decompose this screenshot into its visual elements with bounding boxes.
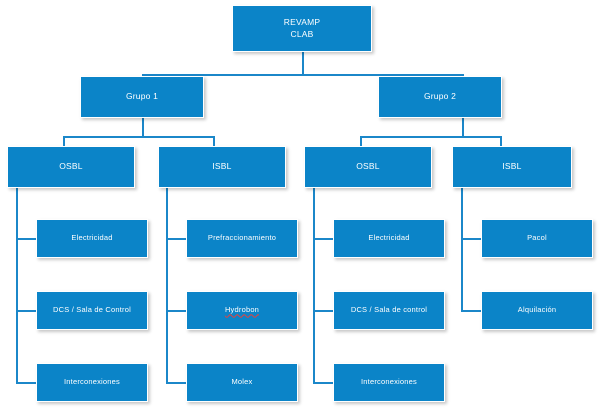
connector-g2-osbl-branch-2	[313, 310, 333, 312]
connector-g2-isbl-drop	[500, 136, 502, 146]
connector-g2-isbl-branch-1	[461, 238, 481, 240]
node-grupo1-isbl-hydrobon[interactable]: Hydrobon	[186, 291, 298, 330]
connector-grupo2-stem	[462, 118, 464, 136]
connector-g1-osbl-drop	[63, 136, 65, 146]
node-label: DCS / Sala de Control	[53, 305, 131, 315]
node-label: Hydrobon	[224, 305, 260, 315]
node-grupo2-isbl[interactable]: ISBL	[452, 146, 572, 188]
node-label: ISBL	[502, 161, 522, 172]
node-label: REVAMP CLAB	[283, 17, 321, 39]
connector-g2-osbl-branch-1	[313, 238, 333, 240]
node-label: Alquilación	[517, 305, 557, 315]
node-label: Electricidad	[368, 233, 410, 243]
node-grupo1-osbl-interconexiones[interactable]: Interconexiones	[36, 363, 148, 402]
node-grupo2-isbl-alquilacion[interactable]: Alquilación	[481, 291, 593, 330]
connector-g1-isbl-spine	[166, 188, 168, 384]
node-grupo2-osbl-electricidad[interactable]: Electricidad	[333, 219, 445, 258]
node-label: Pacol	[527, 233, 547, 243]
connector-grupo1-bus	[63, 136, 215, 138]
node-label: Interconexiones	[64, 377, 120, 387]
node-grupo-1[interactable]: Grupo 1	[80, 76, 204, 118]
connector-g1-osbl-spine	[16, 188, 18, 384]
connector-g1-osbl-branch-2	[16, 310, 36, 312]
node-label: OSBL	[59, 161, 83, 172]
connector-g1-isbl-branch-3	[166, 382, 186, 384]
node-label: DCS / Sala de control	[350, 305, 428, 315]
connector-g2-osbl-branch-3	[313, 382, 333, 384]
connector-g2-isbl-branch-2	[461, 310, 481, 312]
connector-g1-osbl-branch-1	[16, 238, 36, 240]
node-label: Molex	[231, 377, 253, 387]
node-grupo1-isbl[interactable]: ISBL	[158, 146, 286, 188]
node-grupo2-osbl[interactable]: OSBL	[304, 146, 432, 188]
node-grupo2-osbl-interconexiones[interactable]: Interconexiones	[333, 363, 445, 402]
connector-g1-osbl-branch-3	[16, 382, 36, 384]
connector-grupo1-stem	[142, 118, 144, 136]
connector-g1-isbl-branch-1	[166, 238, 186, 240]
connector-root-stem	[302, 52, 304, 74]
connector-root-bus	[142, 74, 464, 76]
connector-g2-osbl-spine	[313, 188, 315, 384]
node-label: Grupo 1	[125, 91, 159, 102]
connector-g1-isbl-drop	[213, 136, 215, 146]
node-grupo1-osbl[interactable]: OSBL	[7, 146, 135, 188]
connector-g1-isbl-branch-2	[166, 310, 186, 312]
node-grupo2-isbl-pacol[interactable]: Pacol	[481, 219, 593, 258]
node-label: ISBL	[212, 161, 232, 172]
node-label: Electricidad	[71, 233, 113, 243]
node-grupo1-isbl-prefraccionamiento[interactable]: Prefraccionamiento	[186, 219, 298, 258]
node-label: Prefraccionamiento	[207, 233, 277, 243]
node-label: Interconexiones	[361, 377, 417, 387]
node-revamp-clab[interactable]: REVAMP CLAB	[232, 5, 372, 52]
node-grupo1-isbl-molex[interactable]: Molex	[186, 363, 298, 402]
connector-grupo2-bus	[360, 136, 502, 138]
node-grupo1-osbl-dcs-sala-de-control[interactable]: DCS / Sala de Control	[36, 291, 148, 330]
connector-g2-osbl-drop	[360, 136, 362, 146]
node-label: Grupo 2	[423, 91, 457, 102]
node-grupo2-osbl-dcs-sala-de-control[interactable]: DCS / Sala de control	[333, 291, 445, 330]
connector-g2-isbl-spine	[461, 188, 463, 312]
node-grupo-2[interactable]: Grupo 2	[378, 76, 502, 118]
node-grupo1-osbl-electricidad[interactable]: Electricidad	[36, 219, 148, 258]
node-label: OSBL	[356, 161, 380, 172]
